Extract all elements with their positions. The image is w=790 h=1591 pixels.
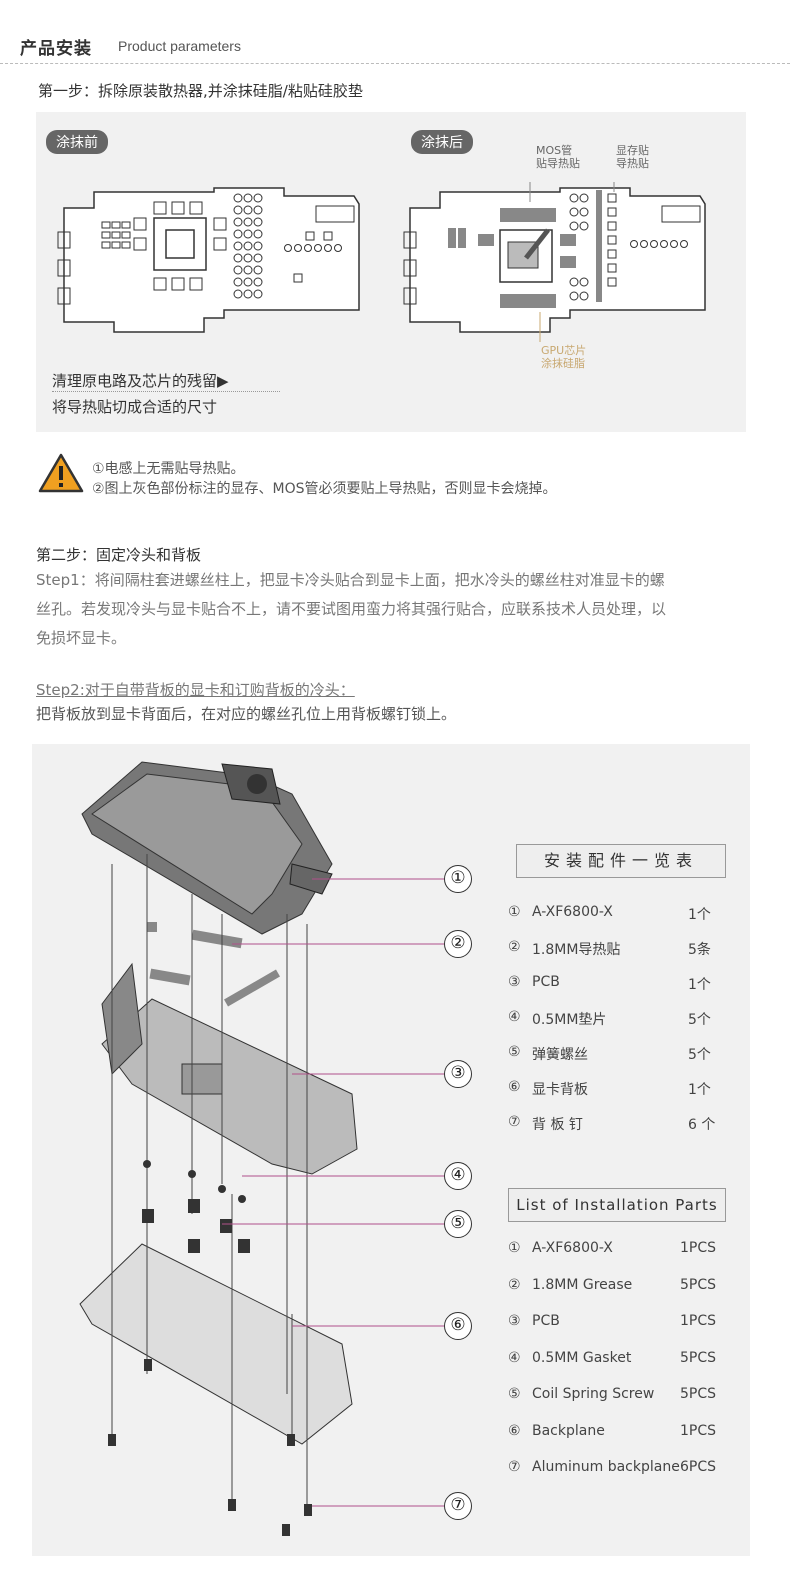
part-quantity: 5PCS bbox=[680, 1349, 717, 1366]
after-label: 涂抹后 bbox=[411, 130, 473, 154]
gpu-callout: GPU芯片涂抹硅脂 bbox=[541, 344, 587, 370]
callout-3: ③ bbox=[444, 1060, 472, 1088]
callout-1: ① bbox=[444, 865, 472, 893]
callout-7: ⑦ bbox=[444, 1492, 472, 1520]
exploded-view-diagram bbox=[79, 761, 444, 1536]
part-quantity: 1个 bbox=[688, 977, 711, 993]
part-number: ② bbox=[508, 939, 521, 955]
part-name: 0.5MM垫片 bbox=[532, 1012, 607, 1028]
pcb-before-diagram bbox=[57, 187, 360, 333]
part-quantity: 1PCS bbox=[680, 1422, 717, 1439]
parts-cn-row: ② 1.8MM导热贴 5条 bbox=[508, 939, 738, 959]
part-name: 1.8MM Grease bbox=[532, 1276, 633, 1293]
part-quantity: 1PCS bbox=[680, 1313, 717, 1329]
parts-cn-row: ① A-XF6800-X 1个 bbox=[508, 904, 738, 924]
step2-title: 第二步：固定冷头和背板 bbox=[36, 546, 202, 564]
parts-en-row: ① A-XF6800-X 1PCS bbox=[508, 1240, 738, 1260]
parts-en-row: ⑤ Coil Spring Screw 5PCS bbox=[508, 1386, 738, 1406]
parts-en-row: ③ PCB 1PCS bbox=[508, 1313, 738, 1333]
part-number: ⑤ bbox=[508, 1386, 521, 1402]
before-label: 涂抹前 bbox=[46, 130, 108, 154]
part-quantity: 5个 bbox=[688, 1012, 711, 1028]
pcb-after-diagram bbox=[403, 182, 706, 342]
callout-2: ② bbox=[444, 930, 472, 958]
parts-cn-title: 安装配件一览表 bbox=[516, 844, 726, 878]
part-name: Coil Spring Screw bbox=[532, 1386, 655, 1402]
cut-note: 将导热贴切成合适的尺寸 bbox=[52, 398, 218, 416]
part-name: 显卡背板 bbox=[532, 1082, 588, 1098]
step2-step1-text: Step1：将间隔柱套进螺丝柱上，把显卡冷头贴合到显卡上面，把水冷头的螺丝柱对准… bbox=[36, 571, 667, 647]
memory-callout: 显存贴导热贴 bbox=[616, 144, 649, 170]
part-number: ④ bbox=[508, 1349, 521, 1366]
part-number: ① bbox=[508, 904, 521, 920]
callout-4: ④ bbox=[444, 1162, 472, 1190]
part-name: PCB bbox=[532, 974, 560, 990]
part-number: ③ bbox=[508, 974, 521, 990]
part-name: A-XF6800-X bbox=[532, 1240, 613, 1256]
clean-note: 清理原电路及芯片的残留▶ bbox=[52, 370, 280, 392]
step2-step2-head: Step2:对于自带背板的显卡和订购背板的冷头： bbox=[36, 681, 355, 699]
exploded-panel: ① ② ③ ④ ⑤ ⑥ ⑦ 安装配件一览表 ① A-XF6800-X 1个 ② 1.8M… bbox=[32, 744, 750, 1556]
part-quantity: 1PCS bbox=[680, 1240, 717, 1256]
warning-icon bbox=[38, 453, 84, 493]
part-number: ② bbox=[508, 1276, 521, 1293]
step1-title: 第一步：拆除原装散热器,并涂抹硅脂/粘贴硅胶垫 bbox=[38, 82, 363, 100]
part-quantity: 1个 bbox=[688, 907, 711, 923]
part-quantity: 5条 bbox=[688, 942, 711, 958]
part-name: Backplane bbox=[532, 1422, 605, 1439]
part-quantity: 5PCS bbox=[680, 1386, 717, 1402]
part-number: ① bbox=[508, 1240, 521, 1256]
callout-5: ⑤ bbox=[444, 1210, 472, 1238]
part-quantity: 5PCS bbox=[680, 1276, 717, 1293]
warning-line-1: ①电感上无需贴导热贴。 bbox=[92, 461, 245, 477]
parts-cn-row: ⑦ 背 板 钉 6 个 bbox=[508, 1114, 738, 1134]
parts-en-row: ④ 0.5MM Gasket 5PCS bbox=[508, 1350, 738, 1370]
parts-cn-row: ⑥ 显卡背板 1个 bbox=[508, 1079, 738, 1099]
part-quantity: 6PCS bbox=[680, 1459, 717, 1475]
part-number: ③ bbox=[508, 1313, 521, 1329]
part-name: A-XF6800-X bbox=[532, 904, 613, 920]
part-number: ⑥ bbox=[508, 1422, 521, 1439]
mos-callout: MOS管贴导热贴 bbox=[536, 144, 580, 170]
part-name: 1.8MM导热贴 bbox=[532, 942, 621, 958]
part-quantity: 5个 bbox=[688, 1047, 711, 1063]
part-name: 背 板 钉 bbox=[532, 1117, 583, 1133]
parts-cn-row: ⑤ 弹簧螺丝 5个 bbox=[508, 1044, 738, 1064]
part-number: ⑥ bbox=[508, 1079, 521, 1095]
header-title-cn: 产品安装 bbox=[20, 39, 92, 59]
part-number: ⑤ bbox=[508, 1044, 521, 1060]
part-number: ⑦ bbox=[508, 1459, 521, 1475]
part-number: ⑦ bbox=[508, 1114, 521, 1130]
step2-step2-text: 把背板放到显卡背面后，在对应的螺丝孔位上用背板螺钉锁上。 bbox=[36, 705, 457, 723]
part-quantity: 1个 bbox=[688, 1082, 711, 1098]
part-quantity: 6 个 bbox=[688, 1117, 716, 1133]
parts-en-title: List of Installation Parts bbox=[508, 1188, 726, 1222]
parts-en-row: ⑥ Backplane 1PCS bbox=[508, 1423, 738, 1443]
callout-6: ⑥ bbox=[444, 1312, 472, 1340]
step1-panel: 涂抹前 涂抹后 bbox=[36, 112, 746, 432]
part-name: PCB bbox=[532, 1313, 560, 1329]
header-title-en: Product parameters bbox=[118, 38, 241, 54]
part-name: 0.5MM Gasket bbox=[532, 1349, 632, 1366]
part-name: Aluminum backplane bbox=[532, 1459, 680, 1475]
parts-cn-row: ③ PCB 1个 bbox=[508, 974, 738, 994]
parts-en-row: ② 1.8MM Grease 5PCS bbox=[508, 1277, 738, 1297]
part-number: ④ bbox=[508, 1009, 521, 1025]
part-name: 弹簧螺丝 bbox=[532, 1047, 588, 1063]
warning-line-2: ②图上灰色部份标注的显存、MOS管必须要贴上导热贴，否则显卡会烧掉。 bbox=[92, 481, 557, 497]
page-header: 产品安装 Product parameters bbox=[0, 0, 790, 64]
parts-cn-row: ④ 0.5MM垫片 5个 bbox=[508, 1009, 738, 1029]
